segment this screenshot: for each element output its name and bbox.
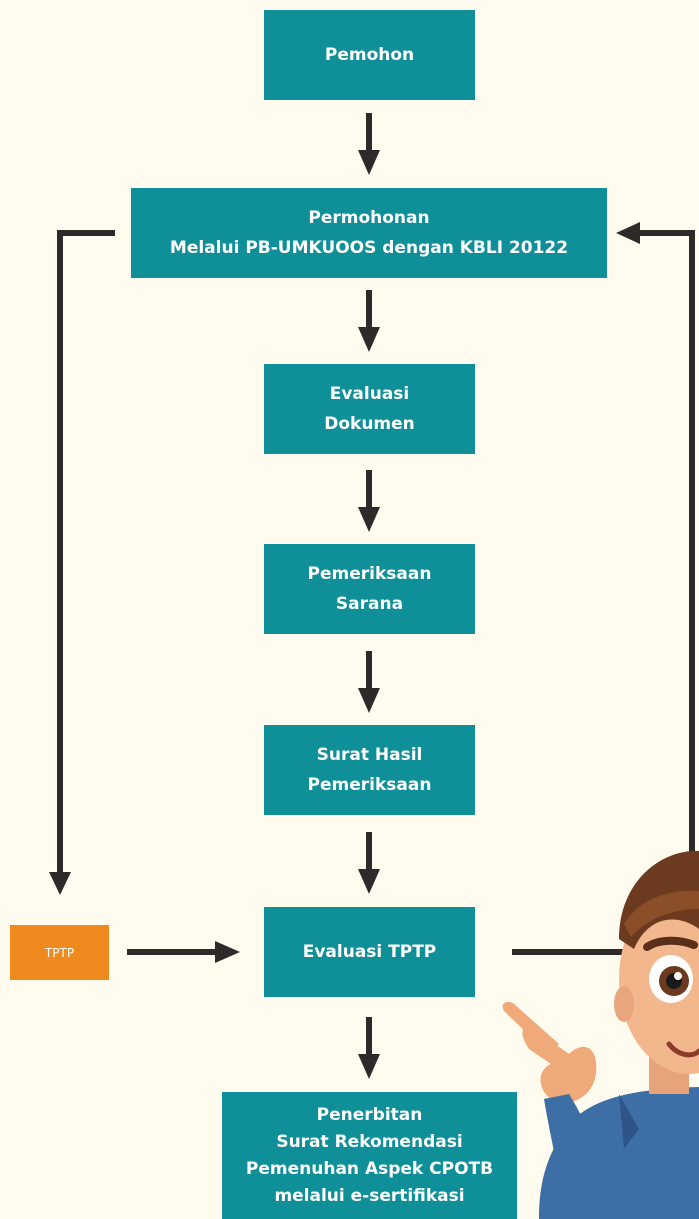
node-evaluasi-tptp: Evaluasi TPTP [264, 907, 475, 997]
node-surat-hasil: Surat Hasil Pemeriksaan [264, 725, 475, 815]
node-pemeriksaan-sarana-line-2: Sarana [335, 594, 404, 614]
arrow-pemohon-to-permohonan [358, 113, 380, 175]
node-pemeriksaan-sarana: Pemeriksaan Sarana [264, 544, 475, 634]
node-penerbitan: Penerbitan Surat Rekomendasi Pemenuhan A… [222, 1092, 517, 1219]
node-pemohon: Pemohon [264, 10, 475, 100]
arrow-tptp-to-evaluasi [127, 941, 240, 963]
arrow-left-loop [49, 230, 115, 895]
arrow-evaluasi-dokumen-to-pemeriksaan [358, 470, 380, 532]
node-penerbitan-line-3: Pemenuhan Aspek CPOTB [245, 1158, 494, 1179]
pointing-cartoon-mascot-icon [499, 829, 699, 1219]
node-permohonan-line-2: Melalui PB-UMKUOOS dengan KBLI 20122 [169, 238, 569, 258]
arrow-permohonan-to-evaluasi-dokumen [358, 290, 380, 352]
node-tptp-label: TPTP [44, 945, 75, 960]
node-evaluasi-dokumen: Evaluasi Dokumen [264, 364, 475, 454]
node-penerbitan-line-2: Surat Rekomendasi [276, 1131, 463, 1152]
node-penerbitan-line-4: melalui e-sertifikasi [274, 1185, 465, 1206]
node-pemohon-line-1: Pemohon [324, 45, 415, 65]
node-evaluasi-dokumen-line-2: Dokumen [324, 414, 415, 434]
arrow-pemeriksaan-to-surat-hasil [358, 651, 380, 713]
mascot-illustration [502, 850, 699, 1219]
node-permohonan-line-1: Permohonan [308, 208, 430, 228]
node-surat-hasil-line-1: Surat Hasil [316, 745, 423, 765]
node-pemeriksaan-sarana-line-1: Pemeriksaan [307, 564, 432, 584]
node-penerbitan-line-1: Penerbitan [316, 1104, 423, 1125]
arrow-evaluasi-tptp-to-penerbitan [358, 1017, 380, 1079]
node-surat-hasil-line-2: Pemeriksaan [307, 775, 432, 795]
node-tptp: TPTP [10, 925, 109, 980]
node-evaluasi-dokumen-line-1: Evaluasi [329, 384, 410, 404]
arrow-surat-hasil-to-evaluasi-tptp [358, 832, 380, 894]
node-evaluasi-tptp-line-1: Evaluasi TPTP [302, 942, 437, 962]
node-permohonan: Permohonan Melalui PB-UMKUOOS dengan KBL… [131, 188, 607, 278]
